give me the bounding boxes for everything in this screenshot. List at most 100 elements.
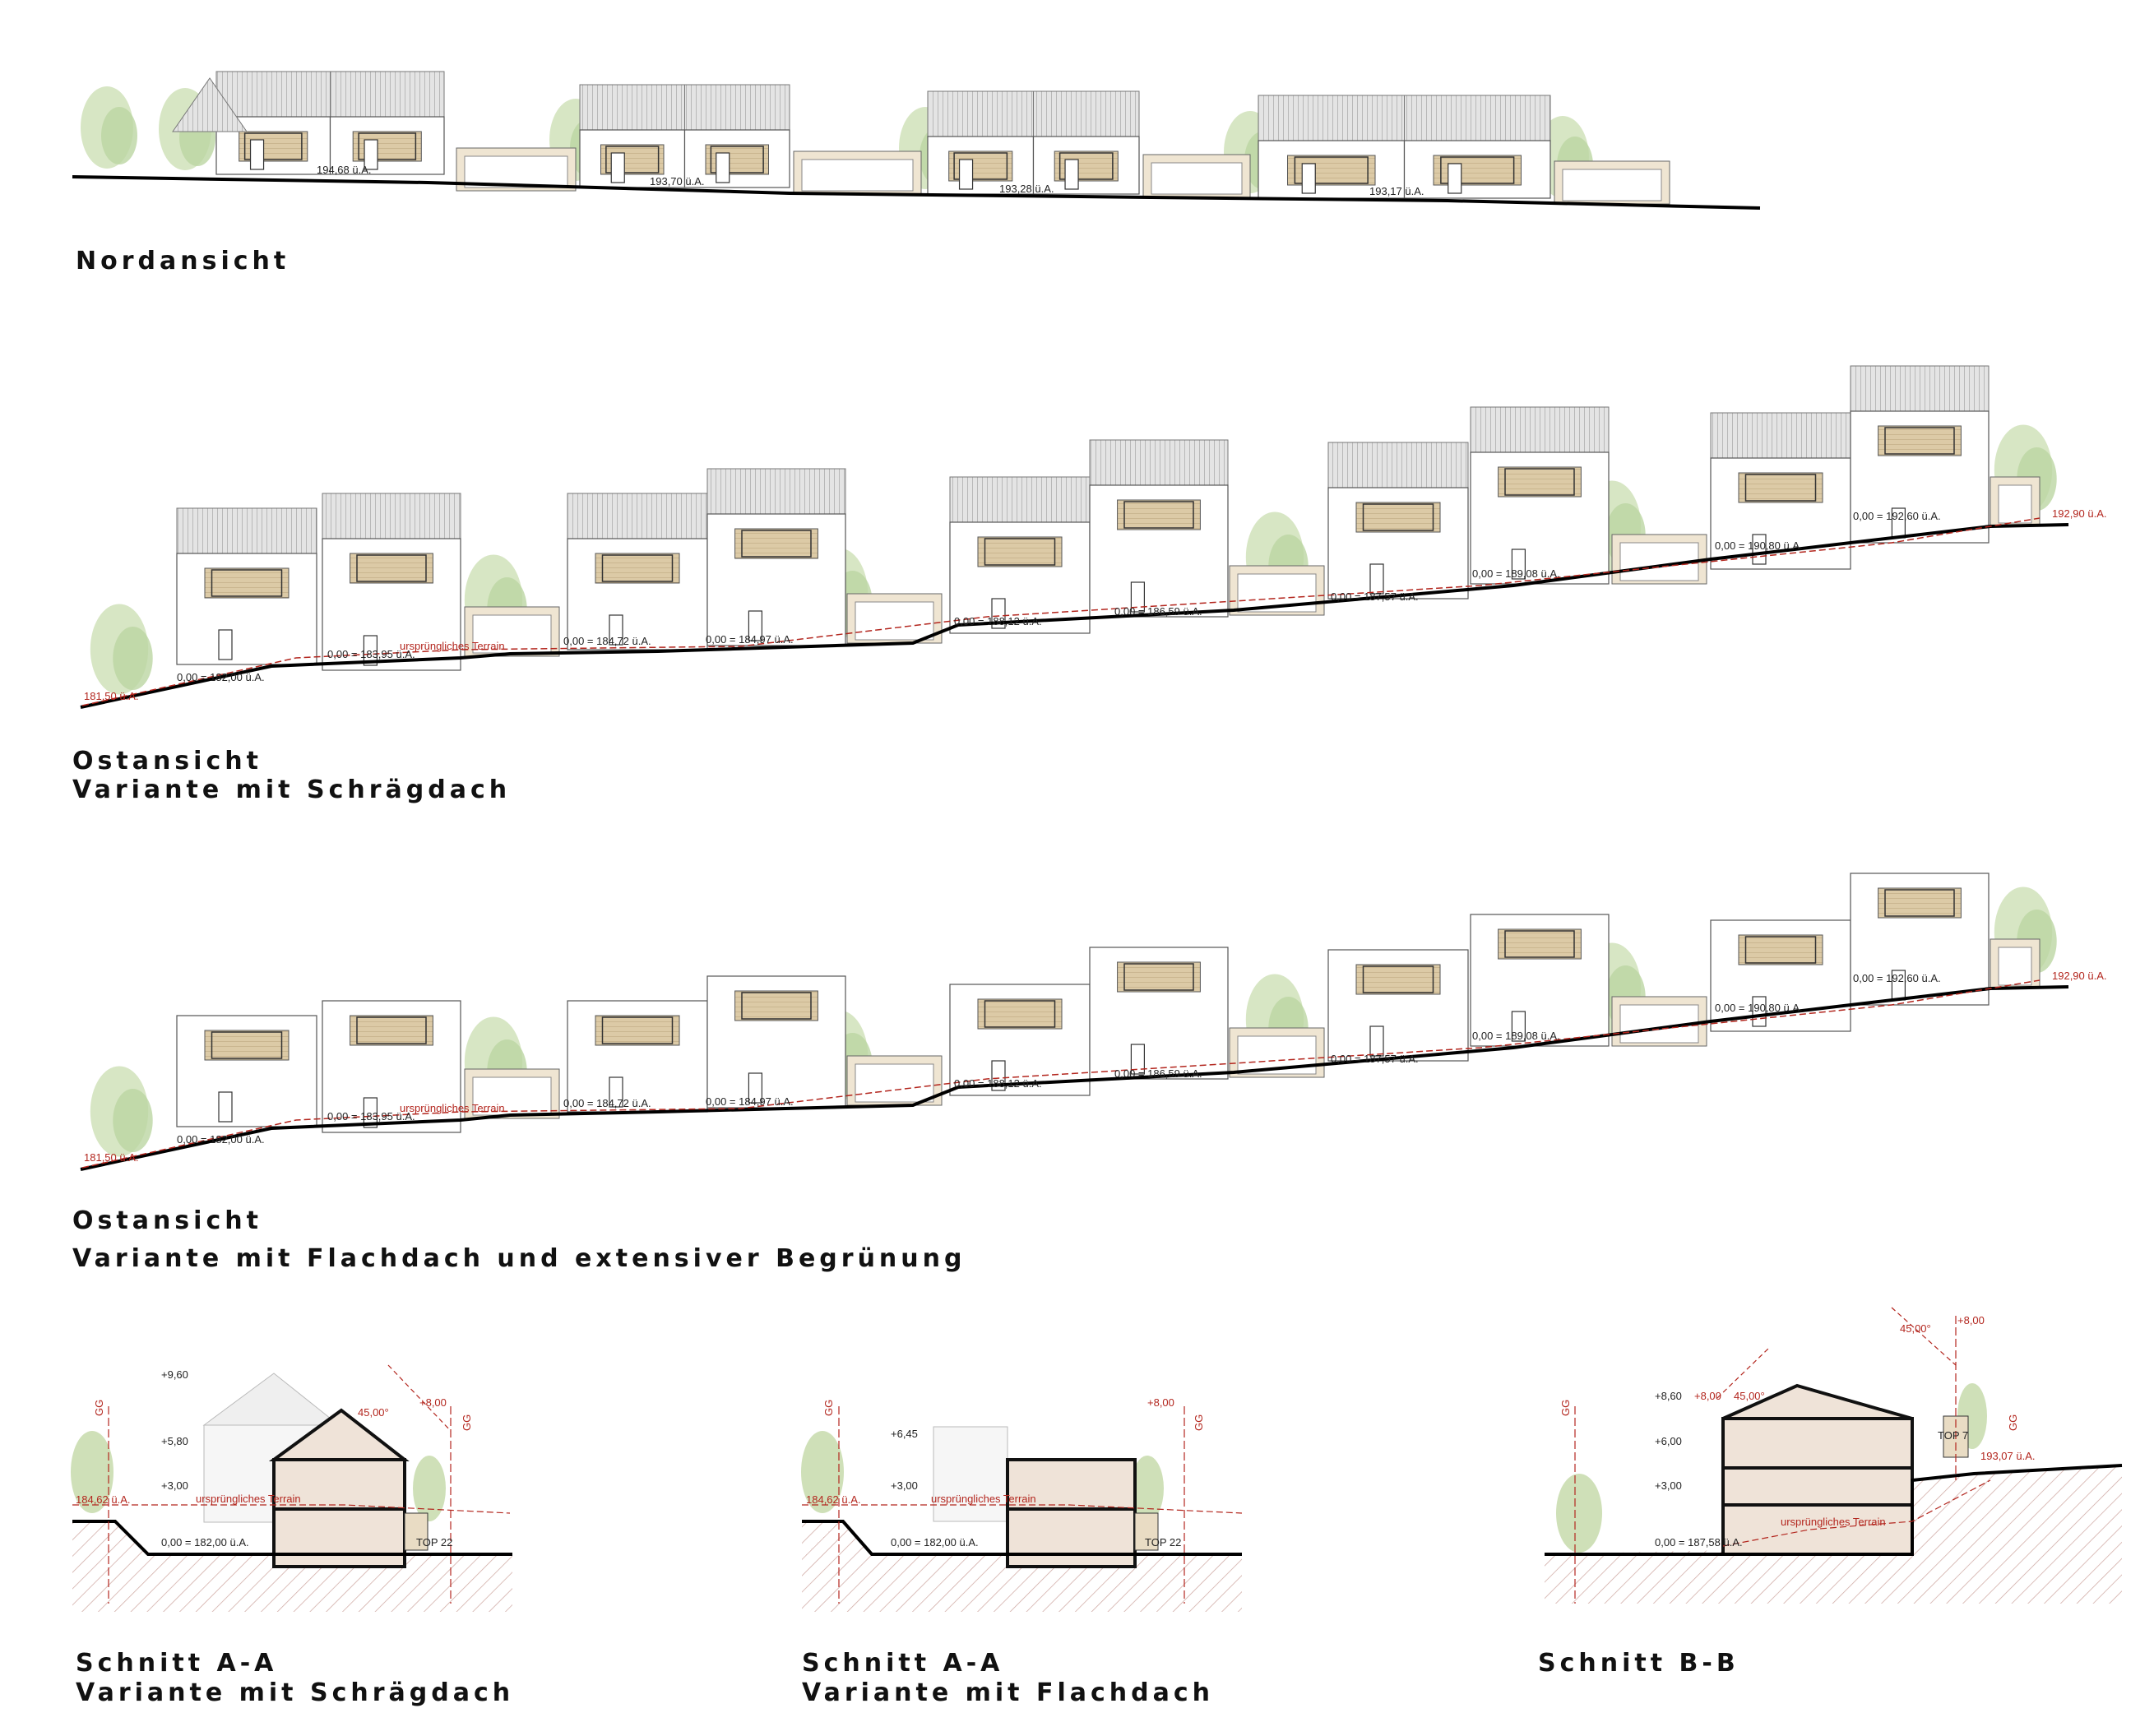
east1-tree-0-inner (113, 627, 153, 690)
east1-house-2a-cladding (977, 536, 1063, 567)
sec1-h-ridge: +9,60 (161, 1368, 188, 1381)
east2-start-level: 181,50 ü.A. (84, 1151, 139, 1164)
section-aa-flat: +6,45 +3,00 +8,00 GG GG 184,62 ü.A. 0,00… (801, 1396, 1243, 1707)
sec1-gg-right: GG (461, 1414, 473, 1431)
sec3-gg-left: GG (1559, 1400, 1572, 1416)
north-house-3b-roof (1404, 95, 1551, 141)
sec2-section-lower (1006, 1507, 1137, 1568)
north-carport-2-opening (1151, 162, 1243, 195)
north-carport-0-opening (464, 155, 568, 188)
sec1-section-lower (272, 1507, 406, 1568)
east1-house-1a-roof (567, 493, 708, 539)
north-house-1a-window (605, 146, 660, 174)
sec2-h-floor: +3,00 (891, 1479, 918, 1492)
east2-level-9: 0,00 = 192,60 ü.A. (1853, 972, 1941, 984)
east-elevation-flat: 181,50 ü.A. 192,90 ü.A. ursprüngliches T… (72, 873, 2107, 1273)
north-house-3b-window (1440, 156, 1515, 184)
north-house-0b-cladding (352, 131, 422, 162)
east2-house-4a-cladding (1738, 934, 1823, 965)
east2-house-0a-window (211, 1031, 283, 1059)
sec3-angle-line-a (1716, 1348, 1769, 1399)
east1-house-0a-door (218, 629, 233, 660)
north-house-1b-window (710, 146, 764, 174)
sec2-ext-level: 184,62 ü.A. (806, 1493, 861, 1506)
north-house-2a-cladding (948, 150, 1013, 182)
north-ground-line (72, 175, 1761, 210)
sec3-gg-right: GG (2007, 1414, 2019, 1431)
east1-level-8: 0,00 = 190,80 ü.A. (1715, 539, 1803, 552)
north-house-2b-cladding (1054, 150, 1119, 182)
east1-house-3a-window (1362, 503, 1434, 531)
east1-house-1a-window (601, 554, 674, 582)
sec1-angle: 45,00° (358, 1406, 389, 1419)
north-house-3a-door (1301, 163, 1316, 194)
north-level-4: 193,17 ü.A. (1369, 185, 1424, 197)
east1-house-0b-window (356, 554, 427, 582)
sec3-h-limit-b: +8,00 (1957, 1314, 1985, 1326)
east1-house-3a-door (1369, 563, 1384, 595)
north-house-2a-door (958, 159, 974, 190)
east1-house-2b-roof (1089, 439, 1229, 486)
east2-house-4b-window (1884, 889, 1955, 917)
sec2-h-limit: +8,00 (1147, 1396, 1174, 1409)
sec3-angle-b: 45,00° (1900, 1322, 1931, 1335)
north-house-1b-door (716, 152, 730, 183)
sec3-ext-level: 193,07 ü.A. (1980, 1450, 2036, 1462)
sec1-gg-left: GG (93, 1400, 105, 1416)
sec1-section-upper (272, 1458, 406, 1511)
east1-house-4a-cladding (1738, 472, 1823, 503)
east2-level-7: 0,00 = 189,08 ü.A. (1472, 1030, 1560, 1042)
east2-house-2b-window (1123, 963, 1194, 991)
east1-levels: 0,00 = 182,00 ü.A.0,00 = 183,95 ü.A.0,00… (177, 510, 1941, 683)
east1-house-4b-roof (1850, 365, 1990, 412)
north-level-1: 194,68 ü.A. (317, 164, 372, 176)
sec3-title: Schnitt B-B (1538, 1649, 1739, 1678)
east1-level-2: 0,00 = 184,72 ü.A. (563, 635, 651, 647)
east1-house-2a-roof (949, 476, 1091, 523)
east2-houses (176, 873, 2041, 1133)
sec3-tree-left (1556, 1474, 1602, 1553)
sec1-ground (72, 1520, 512, 1556)
east1-original-terrain (81, 517, 2041, 706)
east2-ground-line (80, 985, 2069, 1171)
east2-house-4b-wall (1850, 873, 1990, 1006)
east1-carport-1-opening (855, 601, 934, 641)
east1-start-level: 181,50 ü.A. (84, 690, 139, 702)
sec3-ground (1545, 1464, 2123, 1556)
east2-house-1b-window (741, 992, 812, 1020)
east1-title-b: Variante mit Schrägdach (72, 775, 511, 804)
east2-house-0a-cladding (204, 1030, 290, 1061)
north-house-0a-window (243, 132, 303, 160)
east1-house-0a-cladding (204, 567, 290, 599)
east2-house-2b-door (1130, 1044, 1146, 1075)
sec3-upper (1721, 1417, 1914, 1470)
east1-house-2a-window (984, 538, 1056, 566)
east1-house-1b-door (748, 610, 763, 641)
east2-level-5: 0,00 = 186,59 ü.A. (1114, 1067, 1202, 1080)
sec3-hatch (1545, 1465, 2122, 1604)
east2-house-3b-window (1504, 930, 1575, 958)
east2-original-terrain (81, 979, 2041, 1169)
east1-house-4b-window (1884, 427, 1955, 455)
sec2-hatch-slope (802, 1521, 872, 1554)
sec2-h-top: +6,45 (891, 1428, 918, 1440)
north-house-0b-roof (330, 71, 445, 118)
sec2-garage (1134, 1512, 1159, 1551)
east2-house-1a-window (601, 1016, 674, 1044)
sec3-angle-a: 45,00° (1734, 1390, 1765, 1402)
east1-house-4b-cladding (1878, 425, 1962, 456)
east1-house-1a-cladding (595, 553, 680, 584)
sec2-tree-right (1131, 1456, 1164, 1521)
east1-house-0a-window (211, 569, 283, 597)
section-bb: +8,60 +8,00 45,00° +8,00 45,00° +6,00 +3… (1538, 1307, 2123, 1678)
east2-level-1: 0,00 = 183,95 ü.A. (327, 1110, 415, 1123)
east2-house-3a-window (1362, 965, 1434, 993)
north-house-1b-roof (684, 84, 790, 131)
east1-house-0b-cladding (350, 553, 433, 584)
north-carport-1-opening (801, 159, 914, 192)
east1-level-4: 0,00 = 188,12 ü.A. (954, 615, 1042, 627)
east1-level-6: 0,00 = 187,57 ü.A. (1331, 590, 1419, 603)
north-house-2b-door (1064, 159, 1079, 190)
east2-house-1b-cladding (734, 990, 818, 1021)
